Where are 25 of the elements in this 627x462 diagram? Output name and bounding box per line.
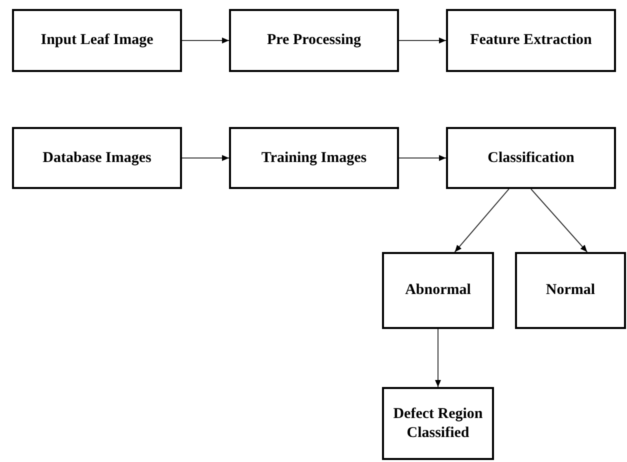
process-box [446, 127, 616, 189]
box-label: Feature Extraction [470, 31, 592, 50]
arrow [182, 155, 230, 161]
box-label: Input Leaf Image [40, 31, 154, 50]
box-label: Training Images [261, 148, 367, 168]
process-box [12, 9, 182, 72]
process-box [515, 252, 626, 329]
process-box [229, 9, 399, 72]
box-label: Database Images [42, 148, 152, 168]
box-label: Normal [546, 281, 596, 300]
process-box [12, 127, 182, 189]
box-label: Defect Region Classified [392, 404, 484, 442]
process-box [229, 127, 399, 189]
arrow [454, 188, 510, 252]
arrow [398, 155, 446, 161]
arrow [398, 38, 446, 44]
box-label: Classification [488, 148, 574, 168]
box-label: Pre Processing [266, 31, 361, 50]
arrow [435, 328, 441, 388]
process-box [382, 387, 494, 460]
arrow [182, 38, 230, 44]
box-label: Abnormal [405, 281, 471, 300]
process-box [446, 9, 616, 72]
process-box [382, 252, 494, 329]
arrow [530, 188, 588, 252]
